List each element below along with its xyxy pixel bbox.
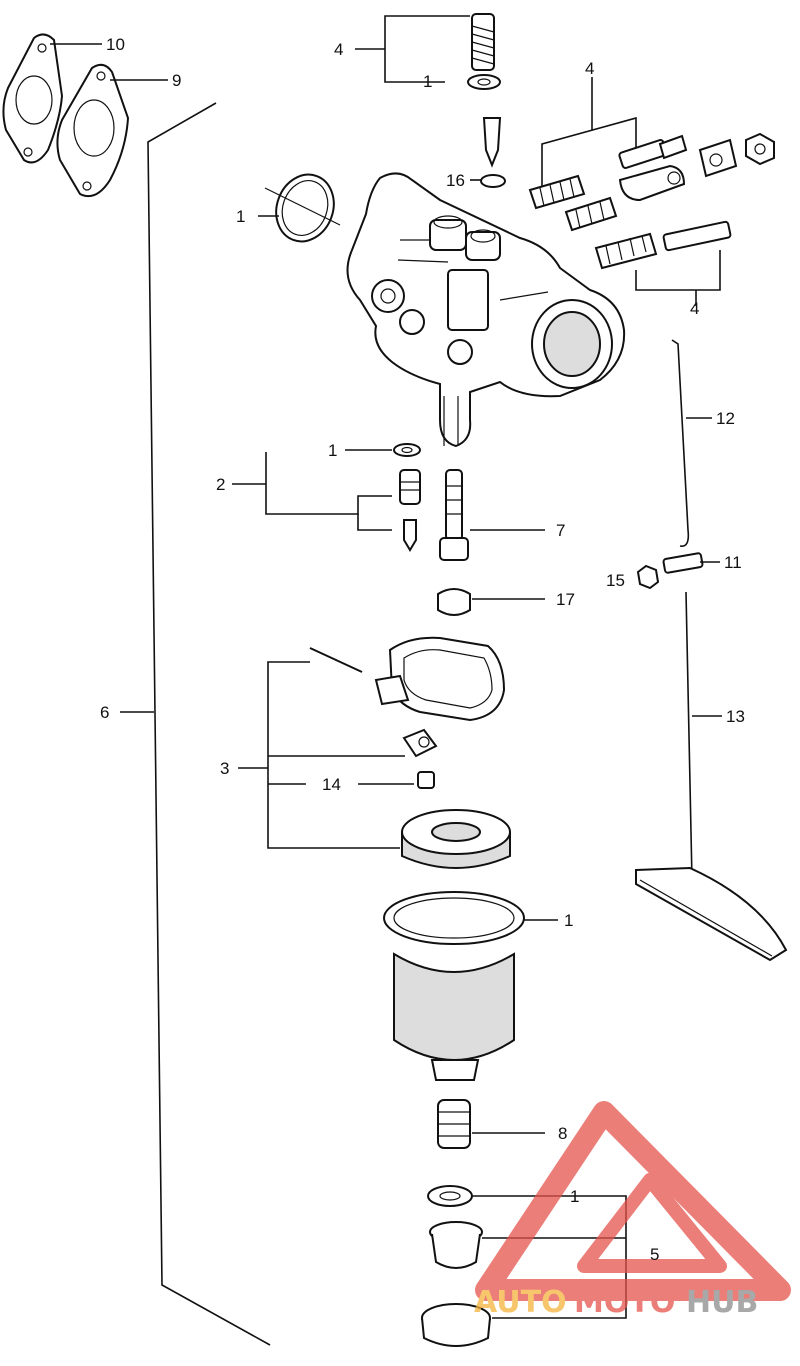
- callout-12: 12: [716, 409, 735, 428]
- callout-4-upper-right: 4: [585, 59, 594, 78]
- spring-1: [528, 174, 586, 210]
- float: [401, 809, 511, 869]
- clip: [402, 728, 438, 758]
- automotohub-logo: AUTO MOTO HUB: [474, 1101, 791, 1320]
- gasket-10: [2, 33, 64, 164]
- callout-16: 16: [446, 171, 465, 190]
- callout-5: 5: [650, 1245, 659, 1264]
- callout-6: 6: [100, 703, 109, 722]
- washer-top: [467, 74, 501, 90]
- callout-14: 14: [322, 775, 341, 794]
- callout-1-drain: 1: [570, 1187, 579, 1206]
- callout-13: 13: [726, 707, 745, 726]
- callout-4-lower-right: 4: [690, 299, 699, 318]
- screw-14: [417, 771, 435, 789]
- lever-plate: [698, 138, 738, 178]
- logo-text-moto: MOTO: [574, 1285, 675, 1320]
- pilot-screw: [471, 13, 495, 71]
- callout-1-top: 1: [423, 72, 432, 91]
- idle-screw: [662, 220, 732, 252]
- callout-11: 11: [724, 553, 742, 572]
- bolt-11: [662, 552, 704, 574]
- callout-labels: 10 9 4 1 4 16 1 4 12 1 2 7 15 11 17 6 13…: [100, 35, 745, 1264]
- callout-1-oring: 1: [236, 207, 245, 226]
- callout-10: 10: [106, 35, 125, 54]
- throttle-stop-screw: [618, 134, 688, 169]
- callout-1-bowl: 1: [564, 911, 573, 930]
- washer-2: [393, 443, 421, 457]
- choke-rod-13: [635, 591, 788, 962]
- nut-15: [636, 564, 660, 590]
- float-arm: [374, 636, 506, 722]
- filter-cup: [429, 1221, 483, 1269]
- logo-text-auto: AUTO: [474, 1285, 567, 1320]
- float-bowl: [383, 891, 525, 1081]
- spring-3: [594, 232, 658, 270]
- callout-1-seat: 1: [328, 441, 337, 460]
- float-needle-top: [482, 117, 502, 168]
- washer-16: [480, 174, 506, 188]
- callout-15: 15: [606, 571, 625, 590]
- callout-4-top: 4: [334, 40, 343, 59]
- callout-17: 17: [556, 590, 575, 609]
- drain-plug-8: [437, 1099, 471, 1149]
- logo-text-hub: HUB: [686, 1285, 758, 1320]
- float-needle: [403, 519, 417, 552]
- callout-3: 3: [220, 759, 229, 778]
- carburetor-body: [346, 172, 626, 448]
- gasket-9: [56, 63, 130, 198]
- needle-seat: [399, 469, 421, 505]
- throttle-lever: [618, 164, 686, 202]
- callout-2: 2: [216, 475, 225, 494]
- main-jet: [437, 588, 471, 616]
- float-pin: [309, 647, 363, 673]
- washer-5: [427, 1185, 473, 1207]
- callout-9: 9: [172, 71, 181, 90]
- callout-7: 7: [556, 521, 565, 540]
- spring-2: [564, 196, 618, 232]
- nut: [745, 132, 775, 166]
- callout-8: 8: [558, 1124, 567, 1143]
- throttle-link-12: [671, 339, 690, 547]
- main-jet-holder: [439, 469, 469, 561]
- drain-nut: [421, 1303, 491, 1347]
